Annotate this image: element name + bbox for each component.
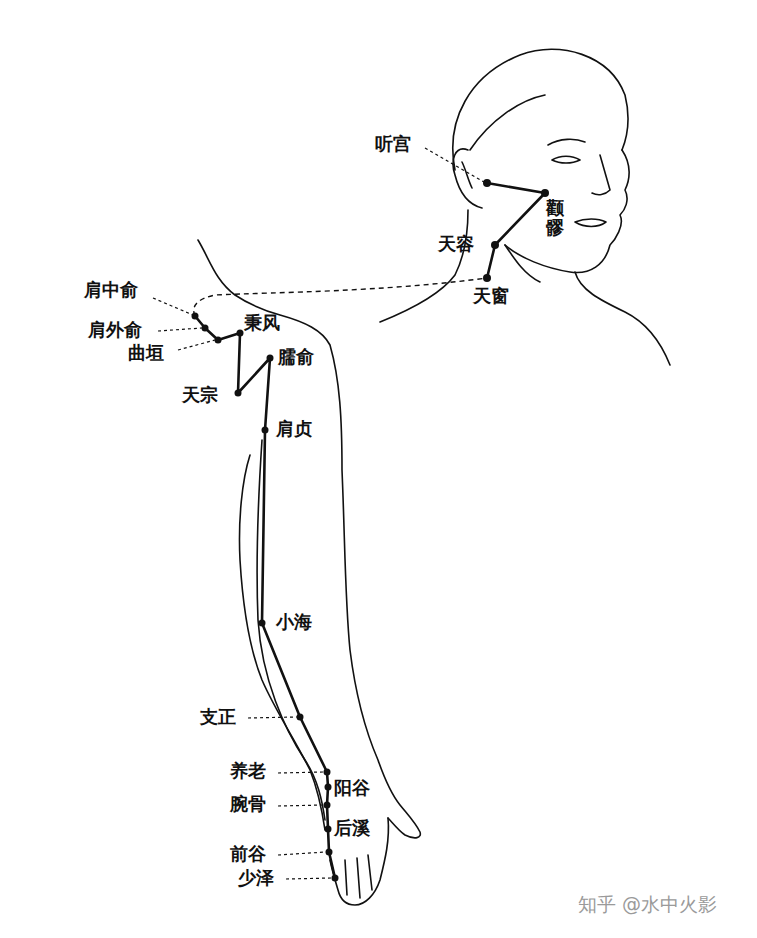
point-label: 前谷 bbox=[230, 844, 266, 864]
point-label: 养老 bbox=[230, 761, 266, 781]
point-label: 颧髎 bbox=[546, 198, 564, 238]
point-label: 臑俞 bbox=[278, 347, 314, 367]
point-label: 肩外俞 bbox=[88, 320, 142, 340]
point-label: 后溪 bbox=[334, 818, 370, 838]
point-label: 小海 bbox=[276, 612, 312, 632]
point-label: 天容 bbox=[438, 234, 474, 254]
point-label: 天窗 bbox=[473, 286, 509, 306]
point-label: 支正 bbox=[200, 707, 236, 727]
point-label: 天宗 bbox=[182, 385, 218, 405]
point-label: 肩中俞 bbox=[84, 280, 138, 300]
point-label: 腕骨 bbox=[230, 794, 266, 814]
point-label: 听宫 bbox=[375, 134, 411, 154]
point-label: 少泽 bbox=[238, 868, 274, 888]
watermark: 知乎 @水中火影 bbox=[578, 894, 717, 915]
point-label: 肩贞 bbox=[276, 419, 312, 439]
point-label: 曲垣 bbox=[128, 343, 164, 363]
point-label: 秉风 bbox=[244, 313, 280, 333]
point-label: 阳谷 bbox=[334, 778, 370, 798]
